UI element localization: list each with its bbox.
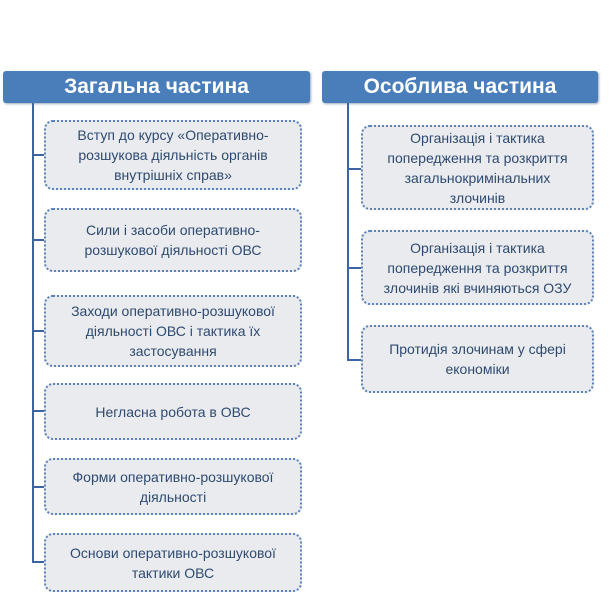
- connector: [347, 168, 361, 170]
- special-item: Організація і тактика попередження та ро…: [361, 125, 594, 210]
- connector: [32, 239, 44, 241]
- general-connector-line: [32, 103, 34, 563]
- special-item: Організація і тактика попередження та ро…: [361, 230, 594, 305]
- general-item: Негласна робота в ОВС: [44, 383, 302, 440]
- connector: [32, 561, 44, 563]
- connector: [32, 330, 44, 332]
- special-connector-line: [347, 103, 349, 361]
- connector: [32, 410, 44, 412]
- special-item: Протидія злочинам у сфері економіки: [361, 325, 594, 393]
- general-item: Заходи оперативно-розшукової діяльності …: [44, 295, 302, 367]
- general-item: Сили і засоби оперативно-розшукової діял…: [44, 208, 302, 272]
- connector: [32, 486, 44, 488]
- connector: [32, 154, 44, 156]
- connector: [347, 359, 361, 361]
- general-item: Форми оперативно-розшукової діяльності: [44, 458, 302, 515]
- special-part-header: Особлива частина: [322, 71, 598, 103]
- connector: [347, 267, 361, 269]
- general-part-header: Загальна частина: [3, 71, 310, 103]
- general-item: Основи оперативно-розшукової тактики ОВС: [44, 533, 302, 592]
- general-item: Вступ до курсу «Оперативно-розшукова дія…: [44, 120, 302, 190]
